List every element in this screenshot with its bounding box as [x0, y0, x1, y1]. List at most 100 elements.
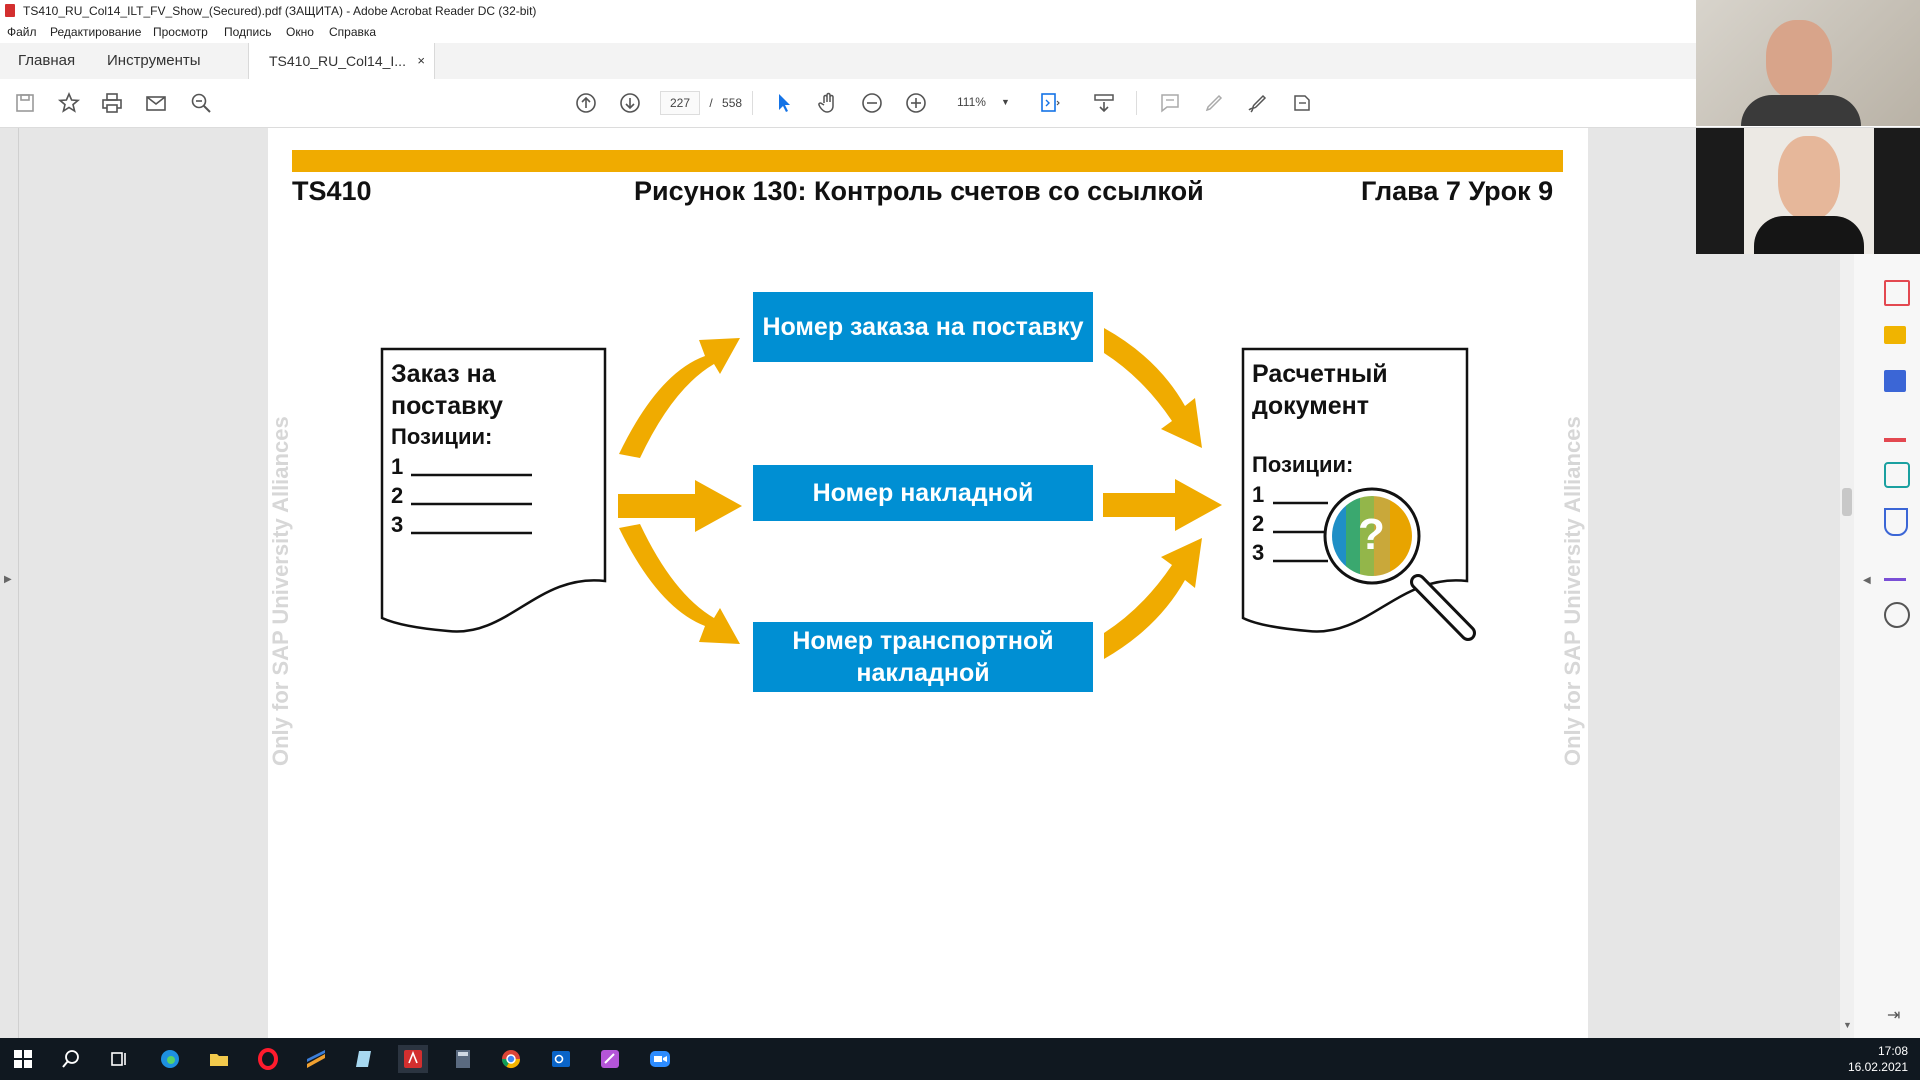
- editor-app-icon[interactable]: [595, 1045, 625, 1073]
- scroll-down-icon[interactable]: ▼: [1843, 1020, 1852, 1030]
- outlook-icon[interactable]: [546, 1045, 576, 1073]
- vertical-scrollbar[interactable]: ▼: [1840, 250, 1854, 1038]
- purchase-order-number-box: Номер заказа на поставку: [753, 292, 1093, 362]
- video-participant-1: [1696, 0, 1920, 126]
- protect-shield-icon[interactable]: [1884, 508, 1908, 536]
- flow-arrows: [618, 328, 1222, 659]
- menu-bar: Файл Редактирование Просмотр Подпись Окн…: [0, 22, 1920, 43]
- chrome-browser-icon[interactable]: [496, 1045, 526, 1073]
- menu-edit[interactable]: Редактирование: [50, 25, 142, 39]
- chevron-left-icon[interactable]: ◀: [1863, 575, 1871, 586]
- participant-face: [1766, 20, 1832, 100]
- calculator-icon[interactable]: [448, 1045, 478, 1073]
- app-icon[interactable]: [301, 1045, 331, 1073]
- windows-taskbar: 17:08 16.02.2021: [0, 1038, 1920, 1080]
- slide-header-bar: [292, 150, 1563, 172]
- fill-sign-icon[interactable]: [1884, 556, 1906, 581]
- purchase-order-document-shape: [380, 347, 607, 633]
- diagram-graphics: [380, 328, 1476, 659]
- zoom-level: 111%: [957, 95, 986, 109]
- chevron-right-icon[interactable]: ▶: [4, 574, 12, 585]
- bill-of-lading-number-box: Номер транспортной накладной: [753, 622, 1093, 692]
- participant-face: [1778, 136, 1840, 220]
- hand-tool-icon[interactable]: [814, 89, 842, 117]
- next-page-icon[interactable]: [616, 89, 644, 117]
- task-view-icon[interactable]: [104, 1045, 134, 1073]
- left-doc-line2: поставку: [391, 392, 503, 420]
- save-icon[interactable]: [11, 89, 39, 117]
- opera-browser-icon[interactable]: [253, 1045, 283, 1073]
- zoom-in-icon[interactable]: [902, 89, 930, 117]
- previous-page-icon[interactable]: [572, 89, 600, 117]
- chapter-lesson: Глава 7 Урок 9: [1361, 176, 1554, 206]
- star-icon[interactable]: [55, 89, 83, 117]
- email-icon[interactable]: [142, 89, 170, 117]
- create-pdf-icon[interactable]: [1884, 280, 1910, 306]
- comment-tool-icon[interactable]: [1884, 326, 1906, 344]
- comment-icon[interactable]: [1156, 89, 1184, 117]
- pdf-page: TS410 Рисунок 130: Контроль счетов со сс…: [268, 128, 1588, 1038]
- windows-start-icon[interactable]: [8, 1045, 38, 1073]
- right-doc-item: 1: [1252, 482, 1265, 507]
- clock-time: 17:08: [1877, 1044, 1908, 1058]
- menu-file[interactable]: Файл: [7, 25, 37, 39]
- toolbar: 227 / 558 111% ▼: [0, 79, 1920, 128]
- zoom-app-icon[interactable]: [645, 1045, 675, 1073]
- invoice-document: Расчетный документ Позиции: 1 2 3: [1252, 358, 1388, 567]
- tab-home[interactable]: Главная: [18, 52, 76, 69]
- notes-app-icon[interactable]: [350, 1045, 380, 1073]
- current-page-input[interactable]: 227: [660, 91, 700, 115]
- acrobat-reader-icon[interactable]: [398, 1045, 428, 1073]
- magnifier-icon: [1323, 487, 1476, 641]
- system-clock[interactable]: 17:08 16.02.2021: [1848, 1043, 1908, 1075]
- more-tools-icon[interactable]: [1884, 602, 1910, 628]
- right-doc-item: 2: [1252, 511, 1265, 536]
- right-doc-item: 3: [1252, 540, 1265, 565]
- scrollbar-thumb[interactable]: [1842, 488, 1852, 516]
- tab-document[interactable]: TS410_RU_Col14_I... ×: [248, 43, 435, 79]
- tab-bar: Главная Инструменты TS410_RU_Col14_I... …: [0, 43, 1920, 80]
- fit-page-icon[interactable]: [1036, 89, 1064, 117]
- left-doc-positions: Позиции:: [391, 424, 493, 449]
- sign-icon[interactable]: [1244, 89, 1272, 117]
- left-panel-toggle[interactable]: ▶: [0, 128, 19, 1038]
- toolbar-divider: [752, 91, 753, 115]
- tab-document-label: TS410_RU_Col14_I...: [269, 53, 406, 69]
- file-explorer-icon[interactable]: [204, 1045, 234, 1073]
- search-zoom-icon[interactable]: [187, 89, 215, 117]
- zoom-level-select[interactable]: 111% ▼: [945, 91, 1015, 113]
- total-pages: 558: [722, 96, 743, 110]
- tab-tools[interactable]: Инструменты: [107, 52, 201, 69]
- scroll-mode-icon[interactable]: [1090, 89, 1118, 117]
- figure-title: Рисунок 130: Контроль счетов со ссылкой: [634, 176, 1204, 206]
- right-doc-line1: Расчетный: [1252, 360, 1388, 388]
- purchase-order-document: Заказ на поставку Позиции: 1 2 3: [391, 358, 503, 539]
- highlight-pen-icon[interactable]: [1200, 89, 1228, 117]
- menu-sign[interactable]: Подпись: [224, 25, 272, 39]
- search-icon[interactable]: [56, 1045, 86, 1073]
- zoom-out-icon[interactable]: [858, 89, 886, 117]
- left-doc-item: 1: [391, 454, 404, 479]
- page-separator: /: [709, 96, 713, 110]
- right-doc-positions: Позиции:: [1252, 452, 1354, 477]
- edit-pdf-icon[interactable]: [1884, 416, 1906, 442]
- title-bar: TS410_RU_Col14_ILT_FV_Show_(Secured).pdf…: [0, 0, 1920, 22]
- edge-browser-icon[interactable]: [155, 1045, 185, 1073]
- chevron-down-icon: ▼: [1001, 97, 1010, 107]
- menu-help[interactable]: Справка: [329, 25, 377, 39]
- collapse-pane-icon[interactable]: ⇥: [1887, 1007, 1901, 1024]
- left-doc-item: 3: [391, 512, 404, 537]
- send-for-review-icon[interactable]: [1884, 462, 1910, 488]
- menu-window[interactable]: Окно: [286, 25, 314, 39]
- delivery-note-number-box: Номер накладной: [753, 465, 1093, 521]
- menu-view[interactable]: Просмотр: [153, 25, 208, 39]
- video-participant-2: [1696, 128, 1920, 254]
- page-navigator: 227 / 558: [660, 91, 742, 115]
- close-tab-icon[interactable]: ×: [417, 53, 425, 68]
- share-icon[interactable]: [1288, 89, 1316, 117]
- window-title: TS410_RU_Col14_ILT_FV_Show_(Secured).pdf…: [23, 4, 537, 18]
- print-icon[interactable]: [98, 89, 126, 117]
- select-cursor-icon[interactable]: [770, 89, 798, 117]
- acrobat-icon: [5, 4, 15, 17]
- export-pdf-icon[interactable]: [1884, 370, 1906, 392]
